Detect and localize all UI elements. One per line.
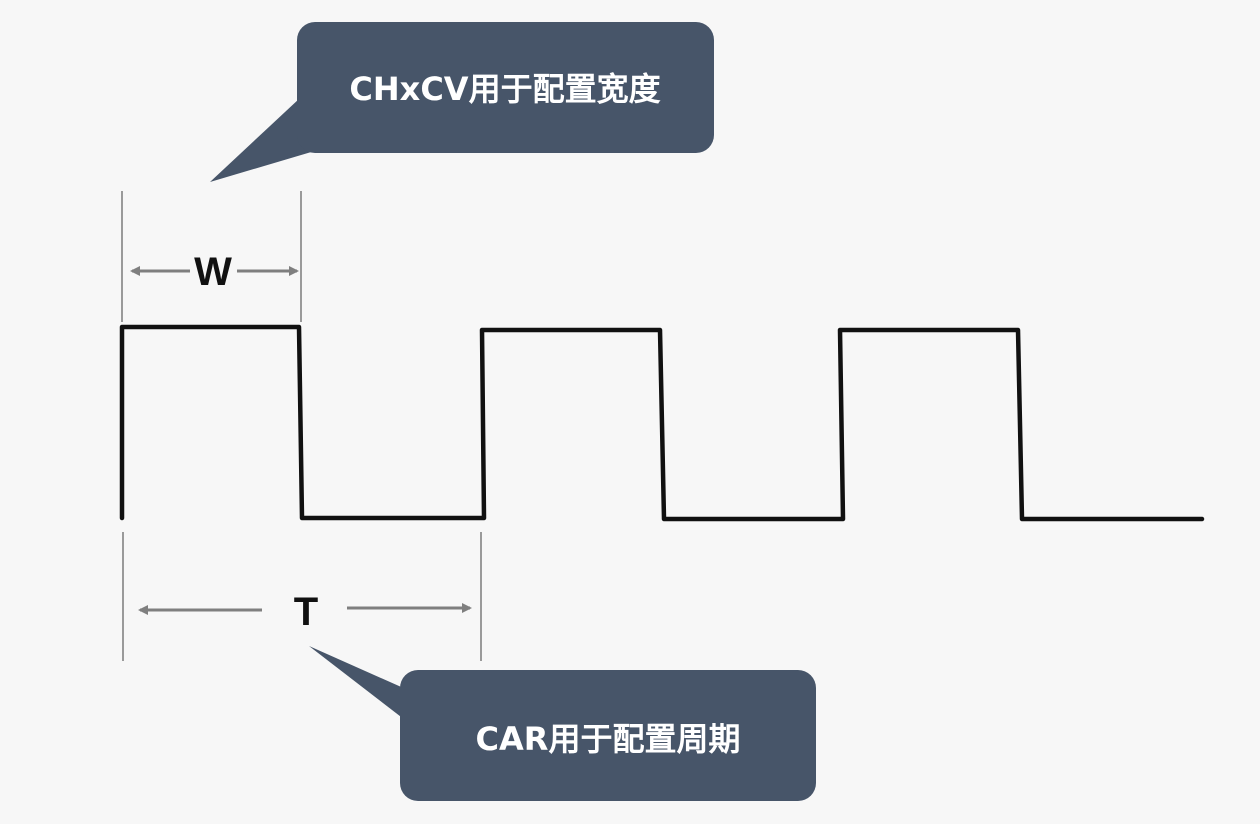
period-callout-pointer	[309, 646, 418, 730]
width-label: W	[194, 250, 232, 294]
period-callout-text: CAR用于配置周期	[476, 720, 741, 758]
width-callout-pointer	[210, 98, 318, 182]
period-label: T	[294, 590, 318, 634]
period-callout-box	[400, 670, 816, 801]
width-callout-box	[297, 22, 714, 153]
period-callout: CAR用于配置周期	[309, 646, 816, 801]
pwm-waveform	[119, 324, 1205, 522]
width-callout: CHxCV用于配置宽度	[210, 22, 714, 182]
width-callout-text: CHxCV用于配置宽度	[349, 70, 660, 108]
